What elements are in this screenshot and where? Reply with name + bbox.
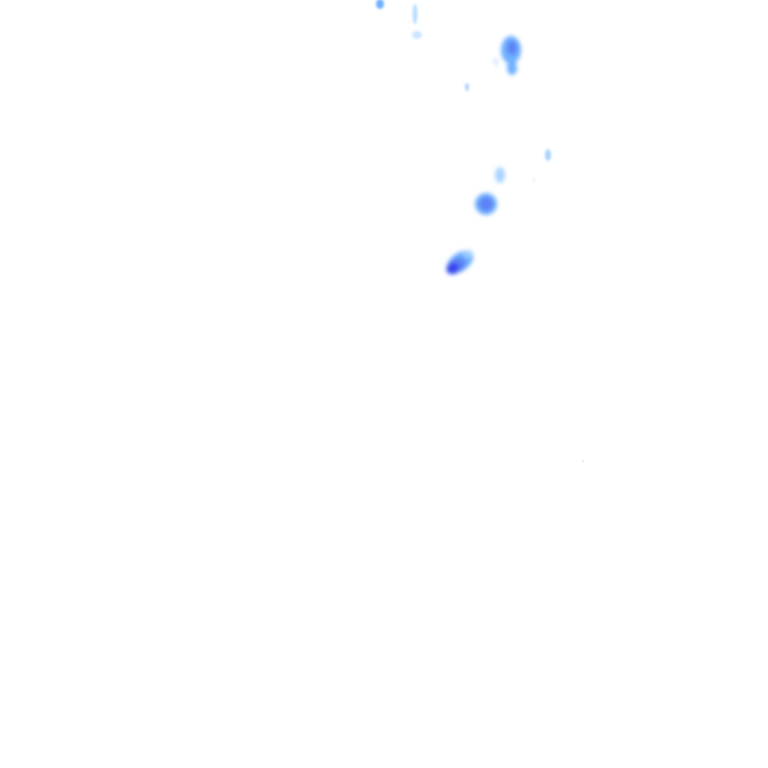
precip-echo-top-right-cluster <box>494 36 521 75</box>
precip-echo-bottom-core <box>446 250 474 275</box>
precip-echo-small-speck <box>465 83 469 91</box>
precip-echo-faint-dot <box>582 460 584 462</box>
precip-echo-top-light-streak <box>412 4 422 39</box>
precip-echo-mid-cluster <box>475 167 505 215</box>
precip-echo-right-small <box>533 149 551 182</box>
precip-echo-top-left <box>376 0 384 9</box>
